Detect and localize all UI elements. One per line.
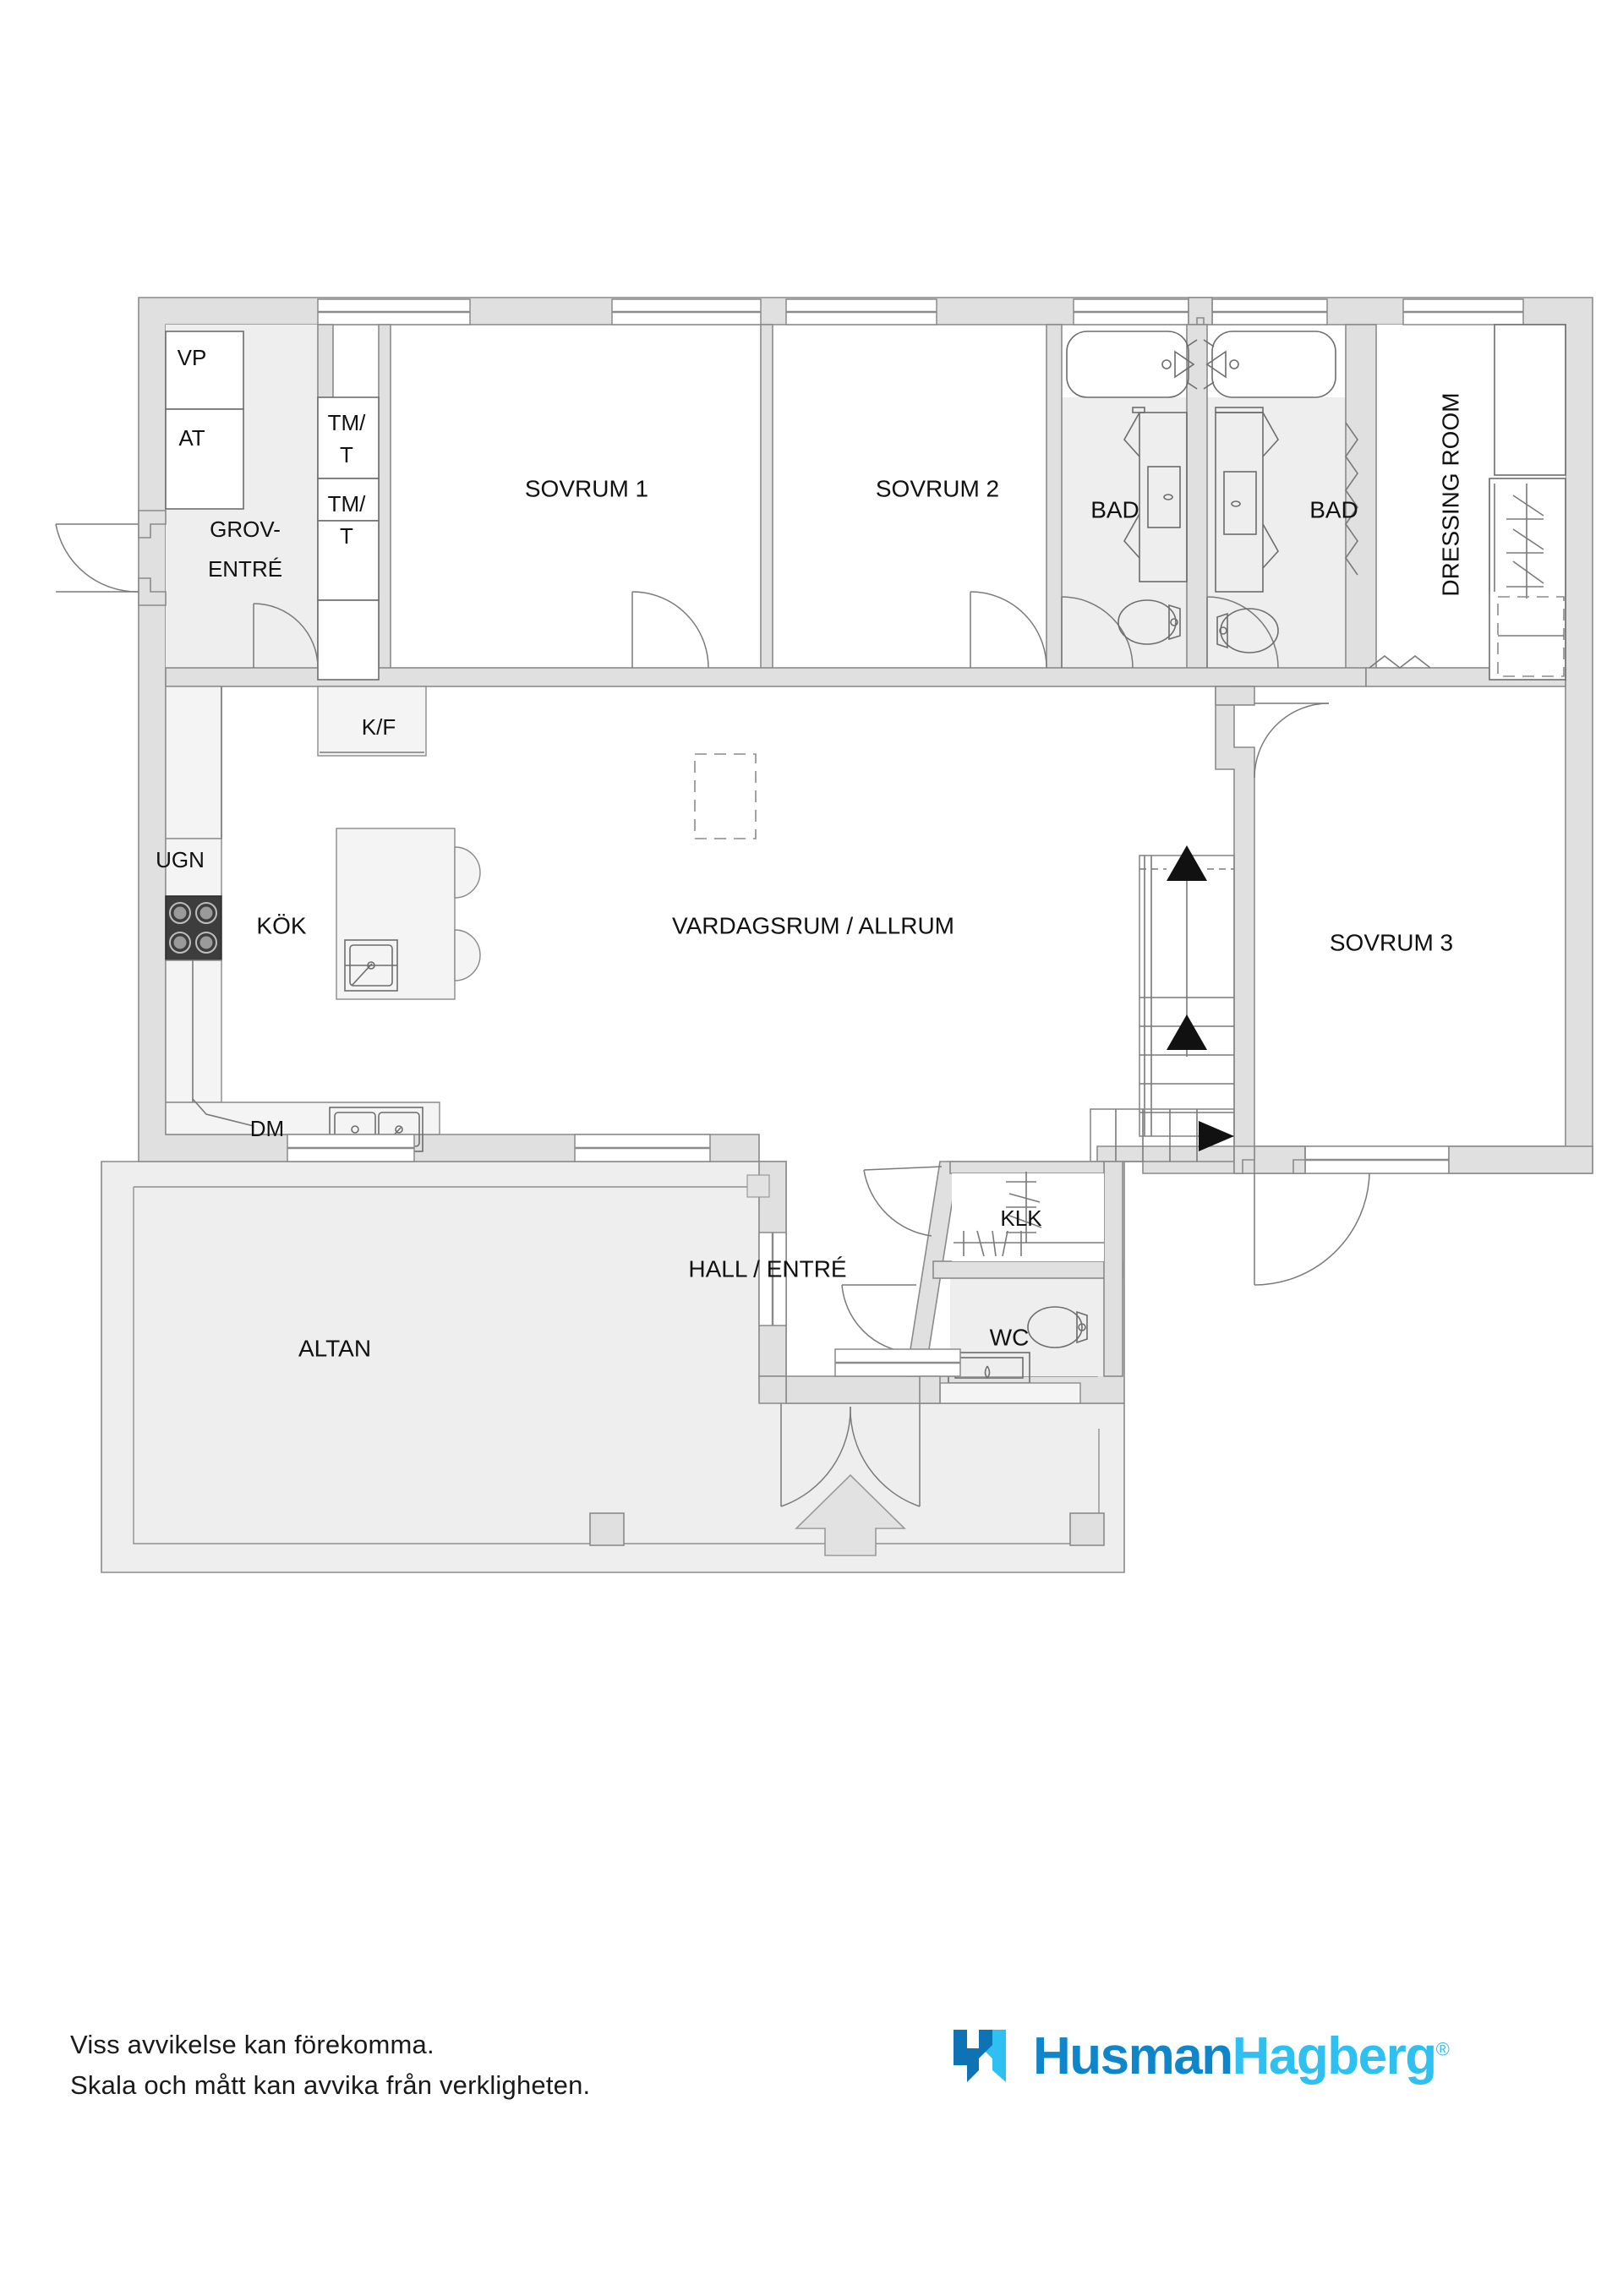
kitchen-island <box>336 828 481 1000</box>
brand-husman: Husman <box>1033 2027 1233 2086</box>
label-grov-entre-1: GROV- <box>210 517 281 542</box>
label-kf: K/F <box>362 714 396 740</box>
zigzag-markers <box>1345 422 1431 670</box>
label-vardagsrum: VARDAGSRUM / ALLRUM <box>672 912 954 938</box>
bad2-fixtures <box>1215 407 1279 653</box>
chimney-outline <box>694 753 757 839</box>
label-sovrum2: SOVRUM 2 <box>876 475 999 501</box>
windows-top-wall <box>317 297 1524 325</box>
bad1-fixtures <box>1118 407 1188 645</box>
laundry-cabinets <box>317 396 380 681</box>
room-labels: VP AT GROV- ENTRÉ TM/ T TM/ T SOVRUM 1 S… <box>156 345 1463 1362</box>
bathtub-2 <box>1203 331 1336 398</box>
disclaimer-text: Viss avvikelse kan förekomma. Skala och … <box>70 2025 590 2106</box>
label-altan: ALTAN <box>298 1335 371 1361</box>
label-tmt-2b: T <box>340 523 353 549</box>
entrance-arrow-icon <box>795 1473 906 1556</box>
hh-monogram-icon <box>954 2029 1006 2082</box>
label-sovrum3: SOVRUM 3 <box>1330 929 1453 955</box>
wc-klk-block <box>841 1161 1123 1404</box>
utility-cabinets <box>165 331 244 510</box>
label-grov-entre-2: ENTRÉ <box>208 556 282 582</box>
label-hall-entre: HALL / ENTRÉ <box>688 1255 846 1282</box>
label-ugn: UGN <box>156 847 205 872</box>
label-wc: WC <box>990 1324 1030 1350</box>
exterior-door-grov <box>55 510 167 606</box>
living-sovrum3-divider <box>1215 686 1330 1174</box>
label-tmt-1a: TM/ <box>328 410 367 435</box>
hall-column <box>746 1174 770 1198</box>
label-tmt-1b: T <box>340 442 353 467</box>
disclaimer-line-2: Skala och mått kan avvika från verklighe… <box>70 2070 591 2101</box>
brand-hagberg: Hagberg <box>1232 2027 1437 2086</box>
label-bad-1: BAD <box>1090 496 1139 522</box>
front-entrance <box>758 1375 941 1556</box>
label-tmt-2a: TM/ <box>328 491 367 517</box>
door-swings-upper <box>253 591 1279 669</box>
brand-wordmark: HusmanHagberg® <box>1033 2026 1450 2086</box>
windows-bottom-wall <box>287 1134 961 1377</box>
husmanhagberg-logo: HusmanHagberg® <box>954 2016 1450 2096</box>
dressing-room-wardrobe <box>1489 324 1566 681</box>
fridge-freezer-cabinet <box>317 686 427 757</box>
disclaimer-line-1: Viss avvikelse kan förekomma. <box>70 2030 434 2059</box>
label-at: AT <box>178 425 205 451</box>
bathtub-1 <box>1066 331 1198 398</box>
label-dm: DM <box>250 1116 284 1141</box>
label-sovrum1: SOVRUM 1 <box>525 475 648 501</box>
interior-walls-upper <box>165 324 1566 687</box>
label-bad-2: BAD <box>1309 496 1358 522</box>
registered-mark: ® <box>1435 2038 1450 2060</box>
altan-area <box>101 1161 1125 1573</box>
label-klk: KLK <box>1000 1205 1042 1231</box>
label-dressing-room: DRESSING ROOM <box>1437 392 1463 596</box>
kitchen-counters <box>165 686 440 1152</box>
label-vp: VP <box>178 345 207 370</box>
sovrum3-walls <box>1233 1145 1593 1286</box>
label-kok: KÖK <box>256 912 306 938</box>
staircase <box>1090 845 1235 1162</box>
